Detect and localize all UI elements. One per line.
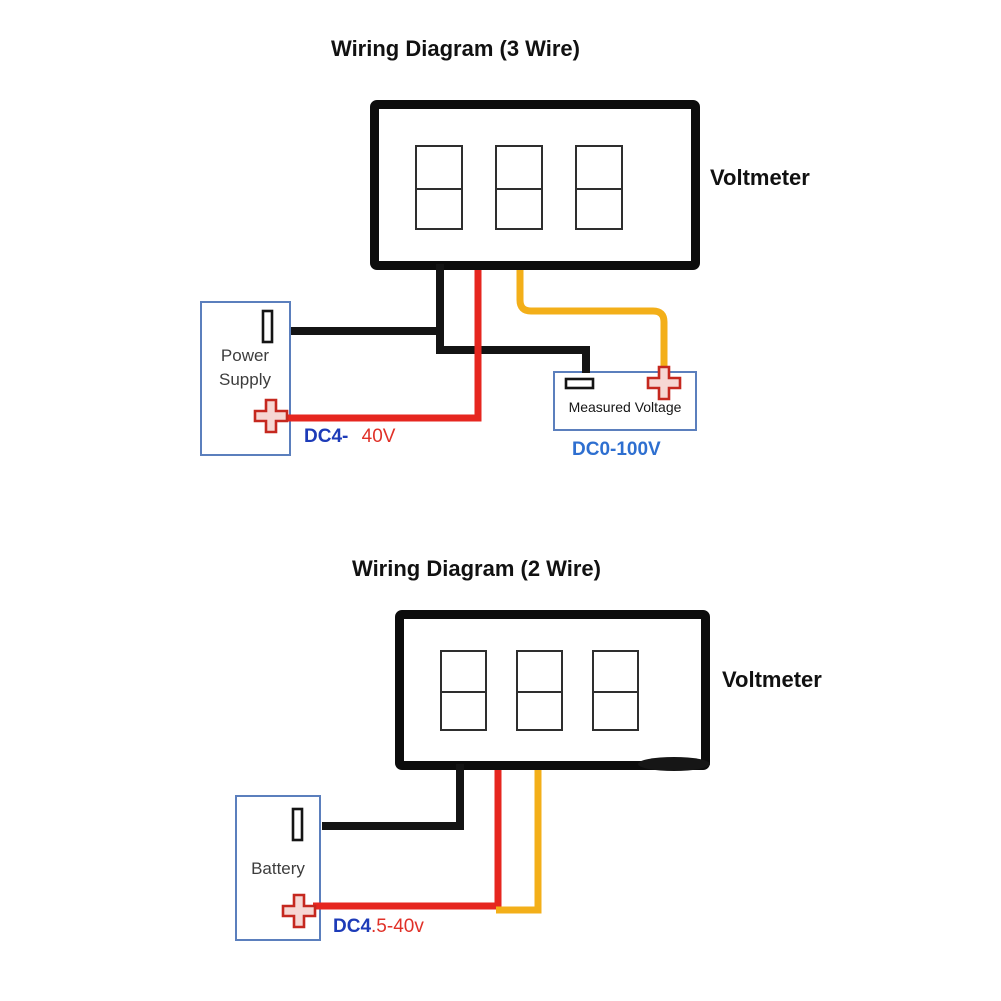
battery-label: Battery <box>251 859 305 878</box>
top-black-wire <box>436 264 590 373</box>
power-supply-box <box>200 301 291 456</box>
top-voltmeter-label: Voltmeter <box>710 165 810 190</box>
meter-shadow <box>638 757 710 771</box>
seven-segment-digit <box>415 145 463 230</box>
bottom-diagram-title: Wiring Diagram (2 Wire) <box>352 556 601 581</box>
bottom-black-wire <box>322 764 464 830</box>
top-voltmeter-body <box>370 100 700 270</box>
power-supply-label: Power Supply <box>219 346 271 389</box>
top-supply-rating-blue: DC4- <box>304 426 349 447</box>
bottom-voltmeter-label: Voltmeter <box>722 667 822 692</box>
top-supply-rating-red: 40V <box>361 426 396 447</box>
bottom-supply-rating: DC4.5-40v <box>333 916 424 938</box>
measured-range-label: DC0-100V <box>572 439 661 460</box>
top-yellow-wire <box>516 270 668 375</box>
seven-segment-digit <box>575 145 623 230</box>
seven-segment-digit <box>516 650 563 731</box>
bottom-supply-rating-red: .5-40v <box>371 916 424 937</box>
seven-segment-digit <box>440 650 487 731</box>
seven-segment-digit <box>495 145 543 230</box>
top-supply-rating: DC4- 40V <box>304 426 395 448</box>
measured-voltage-label: Measured Voltage <box>568 399 682 415</box>
seven-segment-digit <box>592 650 639 731</box>
bottom-supply-rating-blue: DC4 <box>333 916 372 937</box>
bottom-voltmeter-body <box>395 610 710 770</box>
top-red-wire <box>288 270 482 422</box>
bottom-yellow-wire <box>496 770 542 914</box>
top-diagram-title: Wiring Diagram (3 Wire) <box>331 36 580 61</box>
bottom-red-wire <box>313 770 502 910</box>
